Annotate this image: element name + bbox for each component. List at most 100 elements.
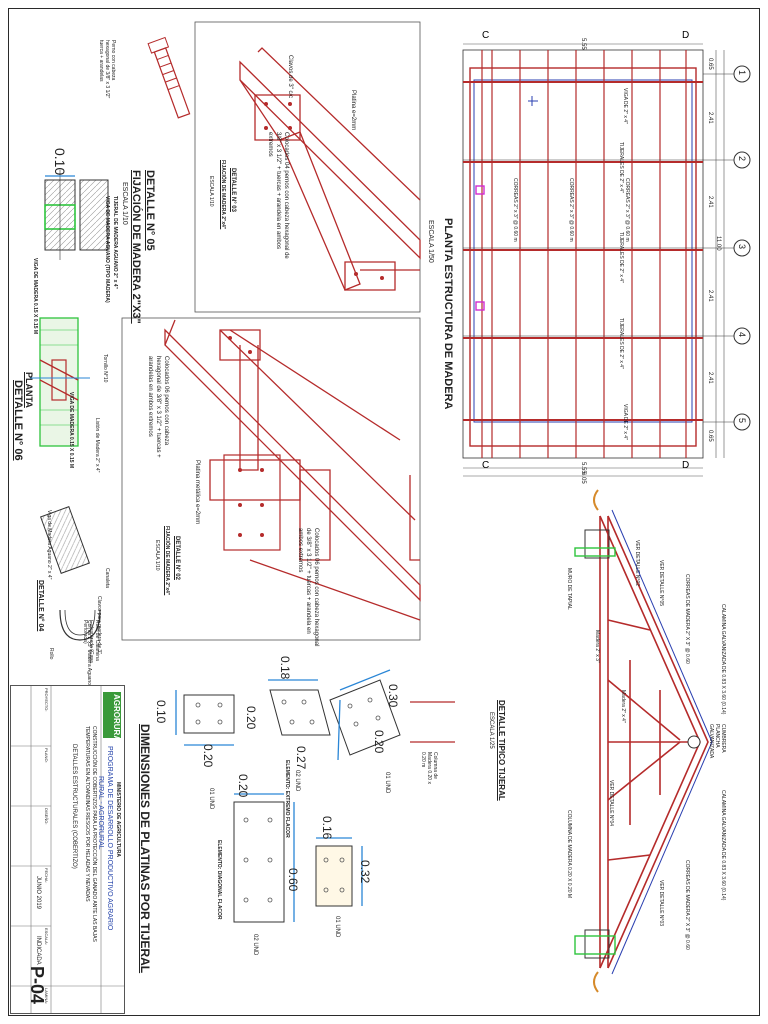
detail-04-note-5: Clavos para madera de 3" xyxy=(96,596,102,654)
detail-03-note-2: Platina e=2mm xyxy=(350,90,356,131)
detail-05-dim: 0.10 xyxy=(52,148,68,176)
truss-label-9: VER DETALLE N°04 xyxy=(608,780,614,827)
plate-1-dim-1: 0.10 xyxy=(154,700,168,724)
detail-02-note-1: Platina metálica e=2mm xyxy=(194,460,200,525)
truss-scale: ESCALA 1/25 xyxy=(488,712,494,749)
detail-05-bolt-note: Perno con cabeza hexagonal de 3/8" x 3 1… xyxy=(98,40,116,99)
agrorural-logo: AGRORURAL xyxy=(112,694,121,746)
detail-02-note-3: Colocados 06 pernos con cabeza hexagonal… xyxy=(297,528,319,647)
plan-beam-bottom: VIGA DE 2" x 4" xyxy=(622,404,628,440)
tb-scale: INDICADA xyxy=(35,936,41,965)
tb-field-escala: ESCALA: xyxy=(44,928,49,945)
grid-col-c-top: C xyxy=(482,30,490,41)
detail-05-note-2: VIGA DE MADERA AGUANO (TIPO MADERA) xyxy=(104,196,110,303)
detail-05-subtitle: FIJACIÓN DE MADERA 2"X3" xyxy=(130,170,142,324)
tb-field-plano: PLANO: xyxy=(44,748,49,763)
grid-col-d-top: D xyxy=(682,30,690,41)
dim-r-6: 0.65 xyxy=(707,430,713,442)
detail-05-note-1: TIJERAL DE MADERA AGUANO 2" x 4" xyxy=(112,196,118,289)
tb-ministry: MINISTERIO DE AGRICULTURA xyxy=(115,782,121,857)
grid-row-4: 4 xyxy=(737,332,747,338)
tb-sheet-no: P-04 xyxy=(27,966,47,1005)
plate-1-qty: 01 UND xyxy=(208,788,214,810)
sheet-border xyxy=(8,8,760,1016)
detail-04-note-2: Canaleta xyxy=(104,568,110,589)
dim-r-2: 2.41 xyxy=(707,196,713,208)
detail-06-drawing xyxy=(30,317,90,447)
truss-label-7: VER DETALLE N°03 xyxy=(658,880,664,927)
dim-r-4: 2.41 xyxy=(707,290,713,302)
detail-04-title: DETALLE N° 04 xyxy=(37,580,44,632)
grid-col-c-bottom: C xyxy=(482,460,490,471)
truss-label-4: CORREAS DE MADERA 2" X 3" @ 0.60 xyxy=(684,574,690,664)
plan-correa-label: CORREAS 2" x 3" @ 0.60 m xyxy=(512,178,518,242)
detail-04-drawing xyxy=(40,506,101,641)
detail-03-title: DETALLE N° 03 xyxy=(230,168,236,212)
detail-03-note-3: Colocados 04 pernos con cabeza hexagonal… xyxy=(267,132,289,259)
dim-r-total: 11.00 xyxy=(715,236,721,251)
plate-1-dim-2: 0.20 xyxy=(201,744,215,768)
tb-program-2: RURAL - AGRORURAL xyxy=(97,776,104,850)
truss-label-13: Madera 2" x 3" xyxy=(594,630,600,663)
plate-4-label: ELEMENTO: DIAGONAL FLACOR xyxy=(216,840,222,920)
truss-label-5: CORREAS DE MADERA 2" X 3" @ 0.60 xyxy=(684,860,690,950)
grid-row-5: 5 xyxy=(737,418,747,424)
plates-title: DIMENSIONES DE PLATINAS POR TIJERAL xyxy=(138,724,152,974)
detail-06-note-2: Listón de Madera 2" x 4" xyxy=(94,418,100,473)
truss-label-1: CALAMINA GALVANIZADA DE 0.83 X 3.60 (0.1… xyxy=(720,604,726,715)
tb-project: CONSTRUCCIÓN DE COBERTIZOS PARA LA PROTE… xyxy=(84,726,97,942)
detail-03-scale: ESCALA 1/10 xyxy=(208,176,214,207)
tb-date: JUNIO 2019 xyxy=(35,876,41,910)
detail-02-title: DETALLE N° 02 xyxy=(174,536,180,580)
tb-program: PROGRAMA DE DESARROLLO PRODUCTIVO AGRARI… xyxy=(106,746,113,931)
detail-03-drawing xyxy=(194,21,421,313)
plate-4-dim-1: 0.20 xyxy=(236,774,250,798)
truss-label-11: COLUMNA DE MADERA 0.20 X 0.20 M xyxy=(566,810,572,899)
plate-2-dim-2: 0.27 xyxy=(294,746,308,770)
dim-top: 5.55 xyxy=(580,38,586,50)
truss-label-12: Madera 2" x 4" xyxy=(620,690,626,723)
plates-drawing xyxy=(175,669,455,923)
title-block: AGRORURAL MINISTERIO DE AGRICULTURA PROG… xyxy=(10,685,125,1014)
detail-02-scale: ESCALA 1/10 xyxy=(154,540,160,571)
tb-field-diseno: DISEÑO: xyxy=(44,808,49,825)
detail-04-note-1: Viga de Madera Aguano 2" x 4" xyxy=(46,510,52,580)
detail-06-note-1: VIGA DE MADERA 0.15 X 0.15 M xyxy=(68,392,74,469)
grid-col-d-bottom: D xyxy=(682,460,690,471)
plate-2-dim-1: 0.18 xyxy=(278,656,292,680)
plate-3-dim-1: 0.30 xyxy=(386,684,400,708)
plate-1-dim-3: 0.20 xyxy=(244,706,258,730)
plate-2-qty: 02 UND xyxy=(294,770,300,792)
plan-correa-label-3: CORREAS 2" x 3" @ 0.60 m xyxy=(624,178,630,242)
tb-field-project: PROYECTO: xyxy=(44,688,49,712)
truss-label-6: VER DETALLE N°05 xyxy=(658,560,664,607)
plan-title: PLANTA ESTRUCTURA DE MADERA xyxy=(442,218,454,410)
truss-label-10: MURO DE TAPIAL xyxy=(566,568,572,610)
plate-5-qty: 01 UND xyxy=(334,916,340,938)
grid-row-1: 1 xyxy=(737,70,747,76)
detail-03-subtitle: FIJACIÓN DE MADERA 2"x4" xyxy=(220,160,226,230)
detail-05-title: DETALLE N° 05 xyxy=(144,170,156,251)
truss-label-8: VER DETALLE N°02 xyxy=(634,540,640,587)
plate-4-dim-2: 0.60 xyxy=(286,868,300,892)
plate-3-dim-2: 0.20 xyxy=(372,730,386,754)
plan-correa-label-2: CORREAS 2" x 3" @ 0.60 m xyxy=(568,178,574,242)
floor-plan xyxy=(462,43,751,477)
truss-drawing xyxy=(574,489,713,993)
tb-field-fecha: FECHA: xyxy=(44,868,49,883)
detail-06-note-3: Tornillo N°10 xyxy=(102,354,108,383)
grid-row-2: 2 xyxy=(737,156,747,162)
truss-label-3: CALAMINA GALVANIZADA DE 0.83 X 3.60 (0.1… xyxy=(720,790,726,901)
detail-02-subtitle: FIJACIÓN DE MADERA 2"x4" xyxy=(164,526,170,596)
detail-02-note-2: Colocados 06 pernos con cabeza hexagonal… xyxy=(147,356,169,458)
detail-04-note-4: Correa 2"x3" Madera Aguano xyxy=(86,620,92,685)
detail-05-scale: ESCALA 1/10 xyxy=(121,182,128,225)
truss-title: DETALLE TIPICO TIJERAL xyxy=(497,700,506,801)
grid-row-3: 3 xyxy=(737,244,747,250)
detail-05-drawing xyxy=(44,36,191,260)
detail-03-note-1: Clavos de 3" c/c xyxy=(287,55,293,99)
detail-06-title: DETALLE N° 06 xyxy=(12,380,24,461)
detail-05-note-3: VIGA DE MADERA 0.15 X 0.15 M xyxy=(32,258,38,335)
